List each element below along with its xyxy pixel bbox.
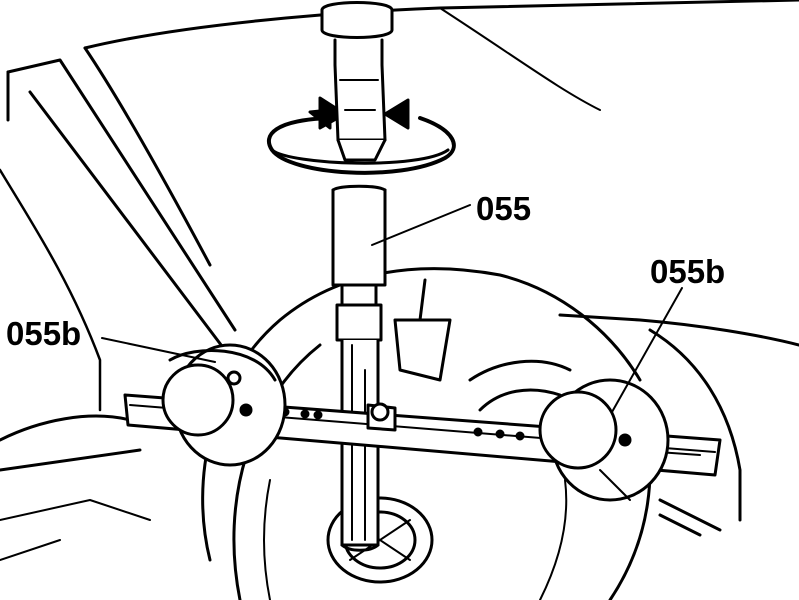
left-adapter-055b: [161, 343, 287, 467]
main-tool-055: [320, 1, 394, 552]
leader-055b-left: [101, 337, 216, 363]
callout-055: 055: [476, 190, 531, 227]
rotation-arrows-icon: [266, 96, 456, 175]
right-adapter-055b: [538, 378, 670, 502]
leader-lines: [101, 204, 683, 413]
callout-055b-right: 055b: [650, 253, 725, 290]
callout-055b-left: 055b: [6, 315, 81, 352]
leader-055: [371, 204, 471, 246]
leader-055b-right: [611, 287, 683, 413]
